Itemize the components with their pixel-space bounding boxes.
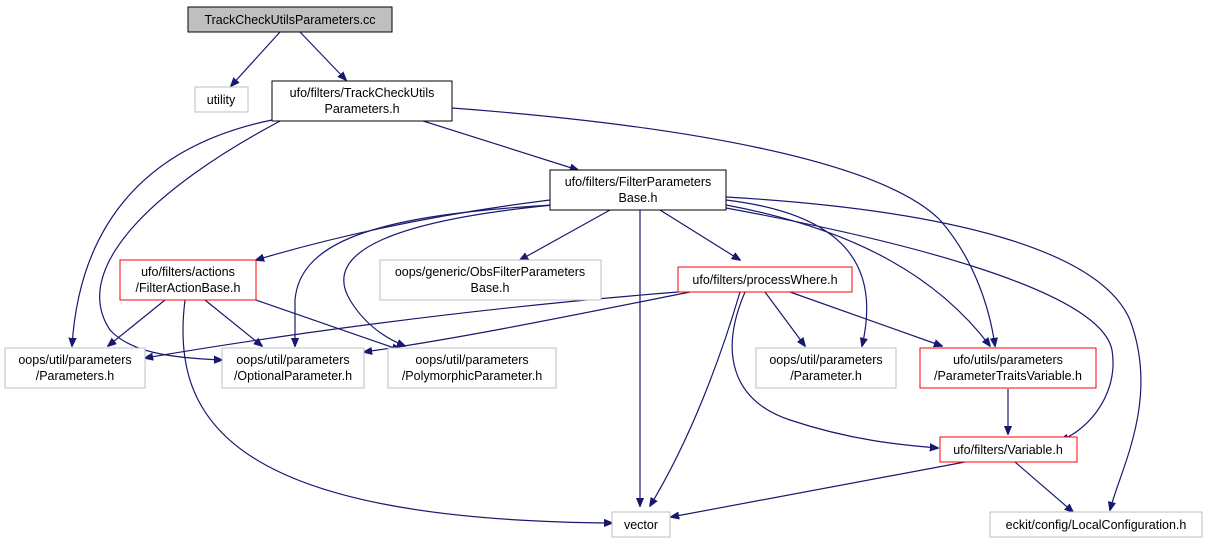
- node-label-line-2: Base.h: [471, 281, 510, 295]
- node-label-line-2: /PolymorphicParameter.h: [402, 369, 542, 383]
- node-label-line-2: /Parameter.h: [790, 369, 862, 383]
- node-filteractionbase-h[interactable]: ufo/filters/actions /FilterActionBase.h: [119, 259, 257, 301]
- node-label: ufo/filters/Variable.h: [953, 443, 1063, 457]
- edge-fab-params: [108, 299, 166, 346]
- node-label: ufo/filters/processWhere.h: [692, 273, 837, 287]
- node-label-line-1: oops/generic/ObsFilterParameters: [395, 265, 585, 279]
- node-label-line-2: Parameters.h: [324, 102, 399, 116]
- node-label-line-1: ufo/filters/TrackCheckUtils: [290, 86, 435, 100]
- node-vector[interactable]: vector: [611, 511, 671, 538]
- edge-pw-optp: [364, 291, 691, 352]
- edge-root-tcup: [299, 31, 346, 80]
- node-trackcheckutilsparameters-cc[interactable]: TrackCheckUtilsParameters.cc: [187, 6, 393, 33]
- node-obsfilterparametersbase-h[interactable]: oops/generic/ObsFilterParameters Base.h: [379, 259, 602, 301]
- node-label: vector: [624, 518, 658, 532]
- node-label-line-1: oops/util/parameters: [769, 353, 882, 367]
- node-label-line-2: /ParameterTraitsVariable.h: [934, 369, 1082, 383]
- edge-tcup-fpb: [419, 119, 578, 170]
- edge-var-vector: [671, 461, 966, 517]
- node-label: eckit/config/LocalConfiguration.h: [1006, 518, 1187, 532]
- node-parameters-h[interactable]: oops/util/parameters /Parameters.h: [4, 347, 146, 389]
- node-optionalparameter-h[interactable]: oops/util/parameters /OptionalParameter.…: [221, 347, 365, 389]
- node-parameter-h[interactable]: oops/util/parameters /Parameter.h: [755, 347, 897, 389]
- edge-fpb-ptv: [725, 204, 990, 346]
- node-utility[interactable]: utility: [194, 86, 249, 113]
- edge-fab-vector: [182, 299, 612, 523]
- node-label-line-1: ufo/utils/parameters: [953, 353, 1063, 367]
- node-label-line-2: /FilterActionBase.h: [136, 281, 241, 295]
- node-filterparametersbase-h[interactable]: ufo/filters/FilterParameters Base.h: [549, 169, 727, 211]
- edge-fpb-param: [725, 199, 867, 346]
- node-label-line-1: oops/util/parameters: [18, 353, 131, 367]
- node-label-line-2: Base.h: [619, 191, 658, 205]
- edge-pw-var: [731, 291, 938, 448]
- edges: [72, 31, 1142, 523]
- edge-pw-ptv: [789, 291, 942, 346]
- nodes: TrackCheckUtilsParameters.cc utility ufo…: [4, 6, 1203, 538]
- edge-var-lc: [1014, 461, 1073, 512]
- edge-fpb-var: [725, 207, 1114, 440]
- node-label-line-2: /OptionalParameter.h: [234, 369, 352, 383]
- node-label-line-2: /Parameters.h: [36, 369, 115, 383]
- edge-fab-polyp: [249, 297, 400, 350]
- node-label: utility: [207, 93, 236, 107]
- edge-fpb-lc: [725, 196, 1142, 510]
- edge-fpb-optp: [295, 204, 553, 346]
- node-variable-h[interactable]: ufo/filters/Variable.h: [939, 436, 1078, 463]
- node-label: TrackCheckUtilsParameters.cc: [204, 13, 375, 27]
- edge-fab-optp: [204, 299, 262, 346]
- node-processwhere-h[interactable]: ufo/filters/processWhere.h: [677, 266, 853, 293]
- node-label-line-1: oops/util/parameters: [415, 353, 528, 367]
- node-localconfiguration-h[interactable]: eckit/config/LocalConfiguration.h: [989, 511, 1203, 538]
- edge-fpb-polyp: [343, 204, 554, 346]
- edge-pw-param: [764, 291, 805, 346]
- edge-tcup-ptv: [451, 107, 995, 346]
- edge-tcup-params: [72, 119, 273, 346]
- node-trackcheckutilsparameters-h[interactable]: ufo/filters/TrackCheckUtils Parameters.h: [271, 80, 453, 122]
- node-parametertraitsvariable-h[interactable]: ufo/utils/parameters /ParameterTraitsVar…: [919, 347, 1097, 389]
- edge-pw-vector: [650, 291, 741, 506]
- node-label-line-1: ufo/filters/actions: [141, 265, 235, 279]
- edge-tcup-optp: [99, 119, 283, 360]
- edge-fpb-pw: [659, 209, 740, 260]
- edge-fpb-fab: [256, 199, 551, 260]
- node-label-line-1: ufo/filters/FilterParameters: [565, 175, 712, 189]
- node-label-line-1: oops/util/parameters: [236, 353, 349, 367]
- edge-root-utility: [231, 31, 281, 86]
- edge-fpb-ofpb: [520, 209, 611, 260]
- node-polymorphicparameter-h[interactable]: oops/util/parameters /PolymorphicParamet…: [387, 347, 557, 389]
